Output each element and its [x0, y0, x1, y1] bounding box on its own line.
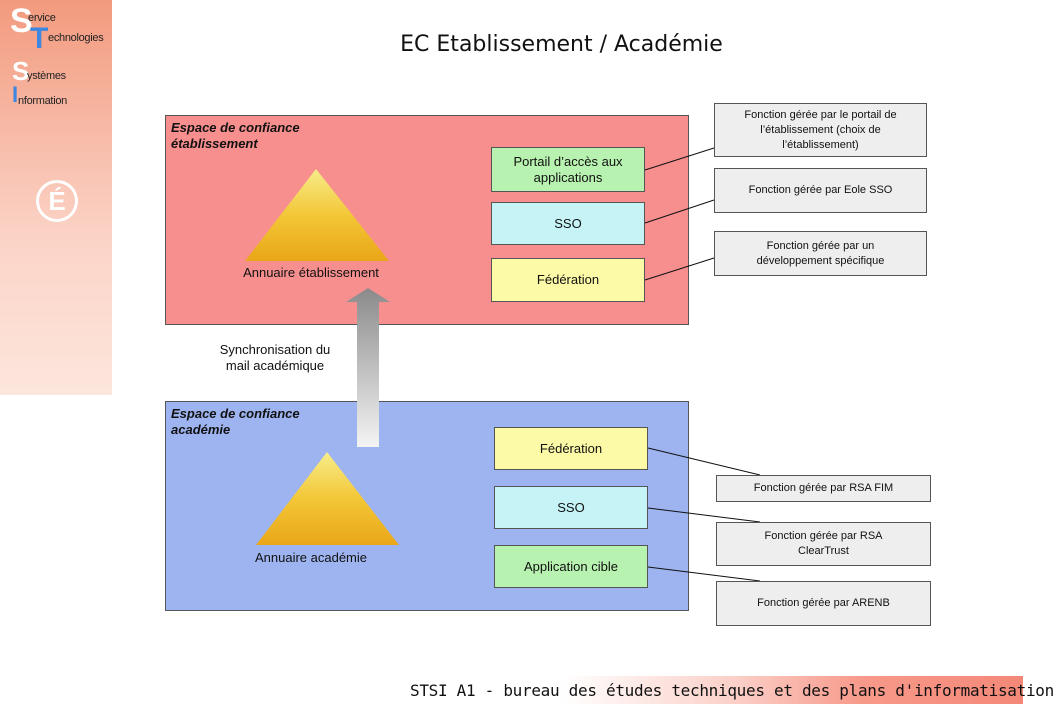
annuaire-etablissement-label: Annuaire établissement [243, 265, 379, 280]
diagram-graphics [245, 147, 761, 582]
zone-academie-title: Espace de confiance académie [171, 406, 300, 438]
connector-sso-etab [644, 199, 715, 224]
note-federation-etablissement: Fonction gérée par un développement spéc… [714, 231, 927, 276]
sync-arrow [346, 288, 390, 447]
box-federation-etablissement: Fédération [491, 258, 645, 302]
box-portail-acces: Portail d’accès aux applications [491, 147, 645, 192]
logo-letter-s1: S [10, 2, 33, 40]
logo-word-systemes: ystèmes [27, 70, 66, 82]
connector-federation-acad [647, 447, 761, 476]
note-portail-line3: l’établissement) [782, 138, 859, 151]
footer-banner: STSI A1 - bureau des études techniques e… [382, 676, 1054, 704]
connector-sso-acad [647, 507, 761, 523]
triangle-annuaire-etablissement [245, 169, 389, 261]
annuaire-academie-label: Annuaire académie [254, 550, 368, 565]
note-application-cible: Fonction gérée par ARENB [716, 581, 931, 626]
box-portail-acces-line1: Portail d’accès aux [513, 153, 623, 169]
note-portail: Fonction gérée par le portail de l’établ… [714, 103, 927, 157]
connector-federation-etab [644, 257, 715, 281]
zone-etablissement-title: Espace de confiance établissement [171, 120, 300, 152]
note-sso-academie: Fonction gérée par RSA ClearTrust [716, 522, 931, 566]
logo-letter-t: T [30, 22, 49, 55]
box-federation-academie: Fédération [494, 427, 648, 470]
connector-portail [644, 147, 715, 171]
note-sso-etablissement: Fonction gérée par Eole SSO [714, 168, 927, 213]
logo-word-technologies: echnologies [48, 32, 104, 44]
note-sso-acad-line2: ClearTrust [798, 545, 849, 557]
box-application-cible: Application cible [494, 545, 648, 588]
sync-label: Synchronisation du mail académique [195, 342, 355, 374]
triangle-annuaire-academie [256, 452, 399, 545]
zone-academie-title-line2: académie [171, 422, 231, 437]
note-sso-acad-line1: Fonction gérée par RSA [764, 530, 883, 542]
zone-etablissement-title-line1: Espace de confiance [171, 120, 300, 135]
logo-letter-s2: S [12, 56, 30, 86]
box-sso-etablissement: SSO [491, 202, 645, 245]
note-portail-line2: l’établissement (choix de [760, 123, 881, 136]
zone-etablissement-title-line2: établissement [171, 136, 258, 151]
note-federation-etab-line2: développement spécifique [756, 254, 885, 267]
connector-application [647, 566, 761, 582]
zone-academie-title-line1: Espace de confiance [171, 406, 300, 421]
sync-label-line2: mail académique [225, 358, 325, 373]
footer-text: STSI A1 - bureau des études techniques e… [410, 680, 1054, 700]
logo-word-service: ervice [28, 12, 56, 24]
note-federation-etab-line1: Fonction gérée par un [766, 239, 875, 252]
sidebar-logo: S ervice T echnologies S ystèmes I nform… [0, 0, 112, 395]
note-federation-academie: Fonction gérée par RSA FIM [716, 475, 931, 502]
box-sso-academie: SSO [494, 486, 648, 529]
sync-label-line1: Synchronisation du [219, 342, 331, 357]
note-portail-line1: Fonction gérée par le portail de [744, 108, 897, 121]
page-title: EC Etablissement / Académie [400, 32, 723, 57]
logo-word-information: nformation [18, 95, 67, 107]
logo-letter-i: I [12, 82, 19, 107]
emblem-e-icon: É [36, 180, 78, 222]
box-portail-acces-line2: applications [533, 169, 603, 185]
